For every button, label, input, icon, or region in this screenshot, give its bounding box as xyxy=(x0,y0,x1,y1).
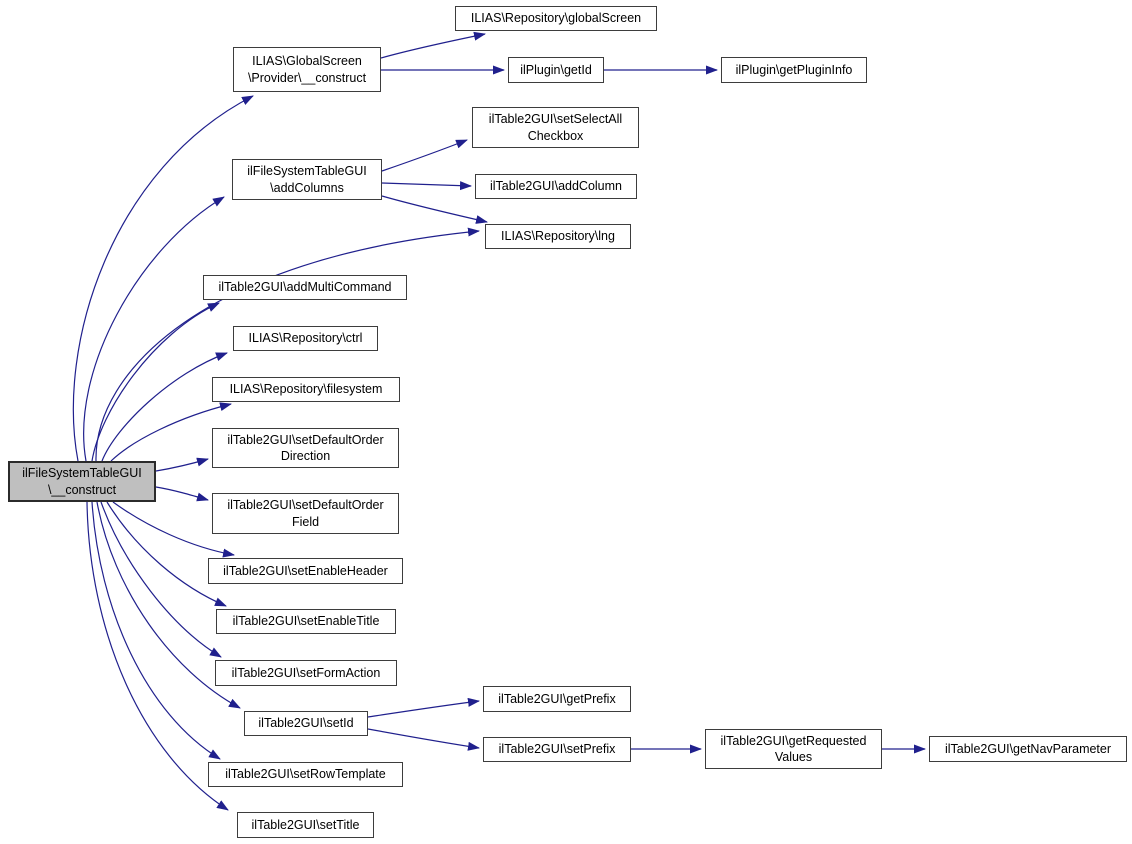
edge-main-to-filesystem xyxy=(110,402,232,462)
graph-node-setTitle[interactable]: ilTable2GUI\setTitle xyxy=(237,812,374,838)
graph-node-ctrl[interactable]: ILIAS\Repository\ctrl xyxy=(233,326,378,351)
graph-node-main[interactable]: ilFileSystemTableGUI\__construct xyxy=(8,461,156,502)
graph-node-addMultiCommand[interactable]: ilTable2GUI\addMultiCommand xyxy=(203,275,407,300)
graph-node-getPrefix[interactable]: ilTable2GUI\getPrefix xyxy=(483,686,631,712)
node-label-line: ilTable2GUI\setEnableHeader xyxy=(223,563,388,578)
edge-main-to-lng xyxy=(95,227,480,462)
graph-node-setFormAction[interactable]: ilTable2GUI\setFormAction xyxy=(215,660,397,686)
node-label-line: \addColumns xyxy=(270,180,344,195)
node-label-line: Values xyxy=(774,750,813,764)
node-label-line: ilTable2GUI\addMultiCommand xyxy=(218,280,392,295)
edge-addColumns-to-addColumn xyxy=(381,181,472,191)
edge-provider-to-globalScreen xyxy=(380,31,486,59)
node-label-line: Checkbox xyxy=(527,128,584,143)
node-label-line: \__construct xyxy=(47,482,117,497)
graph-node-setRowTemplate[interactable]: ilTable2GUI\setRowTemplate xyxy=(208,762,403,787)
node-label-line: ilTable2GUI\setTitle xyxy=(251,817,360,832)
node-label-line: ilPlugin\getPluginInfo xyxy=(735,62,853,77)
edge-setId-to-getPrefix xyxy=(367,697,480,718)
node-label-line: ilTable2GUI\addColumn xyxy=(489,179,622,194)
graph-node-setId[interactable]: ilTable2GUI\setId xyxy=(244,711,368,736)
edge-main-to-addColumns xyxy=(83,196,225,462)
edge-main-to-provider xyxy=(72,95,254,462)
node-label-line: ilTable2GUI\setDefaultOrder xyxy=(227,498,384,513)
graph-node-addColumn[interactable]: ilTable2GUI\addColumn xyxy=(475,174,637,199)
graph-node-setEnableTitle[interactable]: ilTable2GUI\setEnableTitle xyxy=(216,609,396,634)
graph-node-setEnableHeader[interactable]: ilTable2GUI\setEnableHeader xyxy=(208,558,403,584)
edge-main-to-setDefaultOrderDirection xyxy=(155,457,209,472)
edge-main-to-setEnableHeader xyxy=(112,501,235,558)
node-label-line: ilTable2GUI\getNavParameter xyxy=(944,741,1112,756)
graph-node-setPrefix[interactable]: ilTable2GUI\setPrefix xyxy=(483,737,631,762)
node-label-line: ILIAS\Repository\ctrl xyxy=(248,331,363,346)
edge-main-to-setFormAction xyxy=(100,501,222,658)
node-label-line: ilTable2GUI\getPrefix xyxy=(498,691,616,706)
graph-node-lng[interactable]: ILIAS\Repository\lng xyxy=(485,224,631,249)
edge-main-to-setEnableTitle xyxy=(106,501,227,607)
node-label-line: ilTable2GUI\setDefaultOrder xyxy=(227,432,384,447)
node-label-line: ILIAS\Repository\lng xyxy=(501,229,615,244)
edge-main-to-setId xyxy=(96,501,241,709)
graph-node-globalScreen[interactable]: ILIAS\Repository\globalScreen xyxy=(455,6,657,31)
edge-main-to-addMultiCommand xyxy=(91,302,220,462)
node-label-line: ilFileSystemTableGUI xyxy=(247,164,367,179)
graph-node-addColumns[interactable]: ilFileSystemTableGUI\addColumns xyxy=(232,159,382,200)
edge-main-to-setDefaultOrderField xyxy=(155,486,209,502)
node-label-line: ilTable2GUI\setPrefix xyxy=(498,742,616,757)
node-label-line: ilPlugin\getId xyxy=(520,62,592,77)
node-label-line: \Provider\__construct xyxy=(247,70,367,85)
node-label-line: Field xyxy=(291,514,320,529)
node-label-line: ilFileSystemTableGUI xyxy=(22,466,142,481)
node-label-line: ILIAS\Repository\globalScreen xyxy=(470,11,642,26)
edge-addColumns-to-setSelectAllCheckbox xyxy=(381,139,468,172)
node-label-line: ilTable2GUI\setFormAction xyxy=(231,665,381,680)
node-label-line: ilTable2GUI\getRequested xyxy=(720,733,867,748)
graph-node-getPluginInfo[interactable]: ilPlugin\getPluginInfo xyxy=(721,57,867,83)
edge-main-to-setTitle xyxy=(86,501,229,811)
node-label-line: ilTable2GUI\setSelectAll xyxy=(488,112,623,127)
node-label-line: Direction xyxy=(280,449,331,463)
edge-main-to-ctrl xyxy=(101,352,228,462)
node-label-line: ILIAS\Repository\filesystem xyxy=(229,382,383,397)
node-label-line: ilTable2GUI\setEnableTitle xyxy=(232,614,380,629)
graph-node-filesystem[interactable]: ILIAS\Repository\filesystem xyxy=(212,377,400,402)
edge-setId-to-setPrefix xyxy=(367,728,480,751)
edge-addColumns-to-lng xyxy=(381,195,488,224)
node-label-line: ilTable2GUI\setId xyxy=(258,716,354,731)
node-label-line: ilTable2GUI\setRowTemplate xyxy=(225,767,386,782)
graph-node-getId[interactable]: ilPlugin\getId xyxy=(508,57,604,83)
graph-node-provider[interactable]: ILIAS\GlobalScreen\Provider\__construct xyxy=(233,47,381,92)
node-label-line: ILIAS\GlobalScreen xyxy=(252,54,362,69)
graph-node-getNavParameter[interactable]: ilTable2GUI\getNavParameter xyxy=(929,736,1127,762)
edge-main-to-setRowTemplate xyxy=(91,501,221,760)
